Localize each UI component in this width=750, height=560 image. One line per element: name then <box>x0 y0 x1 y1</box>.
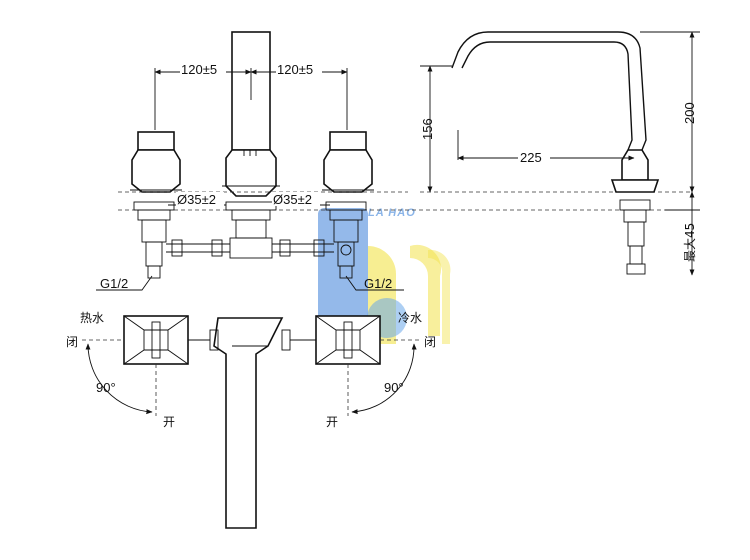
label-closed-right: 闭 <box>424 335 436 349</box>
dim-hole-right: Ø35±2 <box>273 192 312 207</box>
handle-hot-plan <box>123 315 210 365</box>
dim-spacing-left: 120±5 <box>181 62 217 77</box>
arc-hot-rotation <box>85 343 153 415</box>
label-thread-right: G1/2 <box>364 276 392 291</box>
handle-right-front <box>322 131 374 193</box>
label-open-right: 开 <box>326 415 338 429</box>
label-hot-water: 热水 <box>80 311 104 325</box>
spout-side-view <box>451 31 660 275</box>
arc-cold-rotation <box>351 343 417 415</box>
dim-spout-reach: 225 <box>520 150 542 165</box>
label-cold-water: 冷水 <box>398 311 422 325</box>
label-closed-left: 闭 <box>66 335 78 349</box>
dim-hole-left: Ø35±2 <box>177 192 216 207</box>
spout-front <box>222 31 280 197</box>
label-open-left: 开 <box>163 415 175 429</box>
handle-left-front <box>130 131 182 193</box>
watermark-text: LA HAO <box>368 207 416 219</box>
dim-spout-height: 156 <box>420 118 435 140</box>
label-angle-left: 90° <box>96 380 116 395</box>
handle-cold-plan <box>290 315 381 365</box>
label-thread-left: G1/2 <box>100 276 128 291</box>
dim-total-height: 200 <box>682 102 697 124</box>
dim-max-deck: 最大45 <box>683 223 697 262</box>
spout-plan-view <box>209 317 291 529</box>
under-deck-plumbing <box>133 201 367 279</box>
label-angle-right: 90° <box>384 380 404 395</box>
dim-spacing-right: 120±5 <box>277 62 313 77</box>
